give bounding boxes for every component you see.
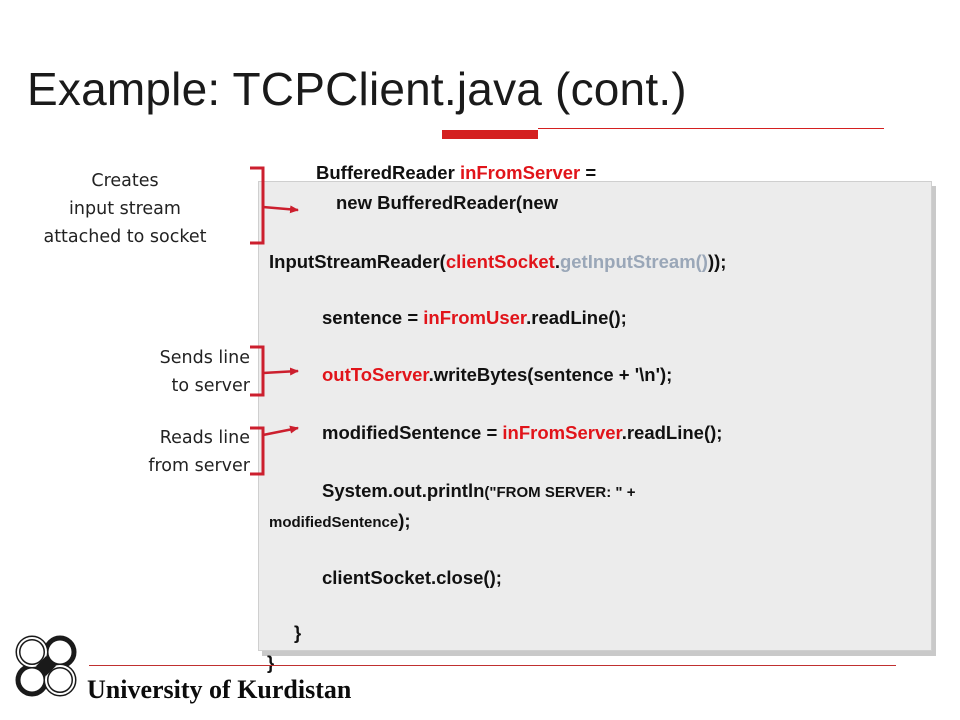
footer-university-name: University of Kurdistan: [87, 675, 352, 704]
code-token: );: [398, 510, 411, 531]
code-token: BufferedReader: [316, 162, 460, 183]
note-line: Creates: [91, 171, 159, 191]
arrow-reads: [262, 425, 299, 437]
note-line: from server: [148, 456, 250, 476]
code-panel: [258, 181, 932, 651]
code-line-5: outToServer.writeBytes(sentence + '\n');: [322, 364, 672, 386]
code-token: ));: [707, 251, 727, 272]
bracket-reads: [250, 426, 265, 476]
footer-rule: [89, 665, 896, 666]
code-token: System.out.println: [322, 480, 485, 501]
note-line: attached to socket: [43, 227, 207, 247]
code-line-1: BufferedReader inFromServer =: [316, 162, 596, 184]
code-token: =: [580, 162, 597, 183]
code-line-9: clientSocket.close();: [322, 567, 502, 588]
code-token-highlight: outToServer: [322, 364, 429, 385]
code-token: sentence =: [322, 307, 424, 328]
note-reads-line: Reads line from server: [90, 424, 250, 480]
code-line-11: }: [267, 652, 275, 673]
code-line-4: sentence = inFromUser.readLine();: [322, 307, 627, 329]
code-token-highlight: clientSocket: [445, 251, 555, 272]
note-line: to server: [171, 376, 250, 396]
note-sends-line: Sends line to server: [100, 344, 250, 400]
title-underline-rule: [538, 128, 884, 129]
university-logo-icon: [15, 635, 77, 697]
bracket-sends: [250, 345, 265, 397]
code-line-2: new BufferedReader(new: [336, 192, 559, 213]
code-line-10: }: [294, 622, 302, 643]
slide-title: Example: TCPClient.java (cont.): [27, 63, 687, 115]
note-creates-stream: Creates input stream attached to socket: [10, 167, 240, 251]
code-token: InputStreamReader(: [269, 251, 446, 272]
code-token: .readLine();: [526, 307, 627, 328]
code-token: .writeBytes(sentence + '\n');: [428, 364, 673, 385]
code-token-highlight: inFromServer: [459, 162, 581, 183]
code-line-8: modifiedSentence);: [269, 510, 411, 532]
code-token: .readLine();: [621, 422, 723, 443]
code-token-highlight: inFromServer: [502, 422, 622, 443]
code-token: modifiedSentence =: [322, 422, 503, 443]
code-token: ("FROM SERVER: " +: [484, 484, 636, 501]
code-token-highlight: inFromUser: [423, 307, 527, 328]
arrow-creates: [262, 205, 299, 214]
note-line: input stream: [69, 199, 181, 219]
title-underline-accent: [442, 130, 538, 139]
code-line-3: InputStreamReader(clientSocket.getInputS…: [269, 251, 726, 273]
code-line-6: modifiedSentence = inFromServer.readLine…: [322, 422, 722, 444]
code-token: modifiedSentence: [269, 514, 399, 531]
code-line-7: System.out.println("FROM SERVER: " +: [322, 480, 635, 502]
note-line: Sends line: [159, 348, 250, 368]
code-token-muted: getInputStream(): [559, 251, 708, 272]
bracket-creates: [250, 166, 265, 245]
code-token: .: [554, 251, 560, 272]
arrow-sends: [262, 367, 299, 376]
note-line: Reads line: [159, 428, 250, 448]
